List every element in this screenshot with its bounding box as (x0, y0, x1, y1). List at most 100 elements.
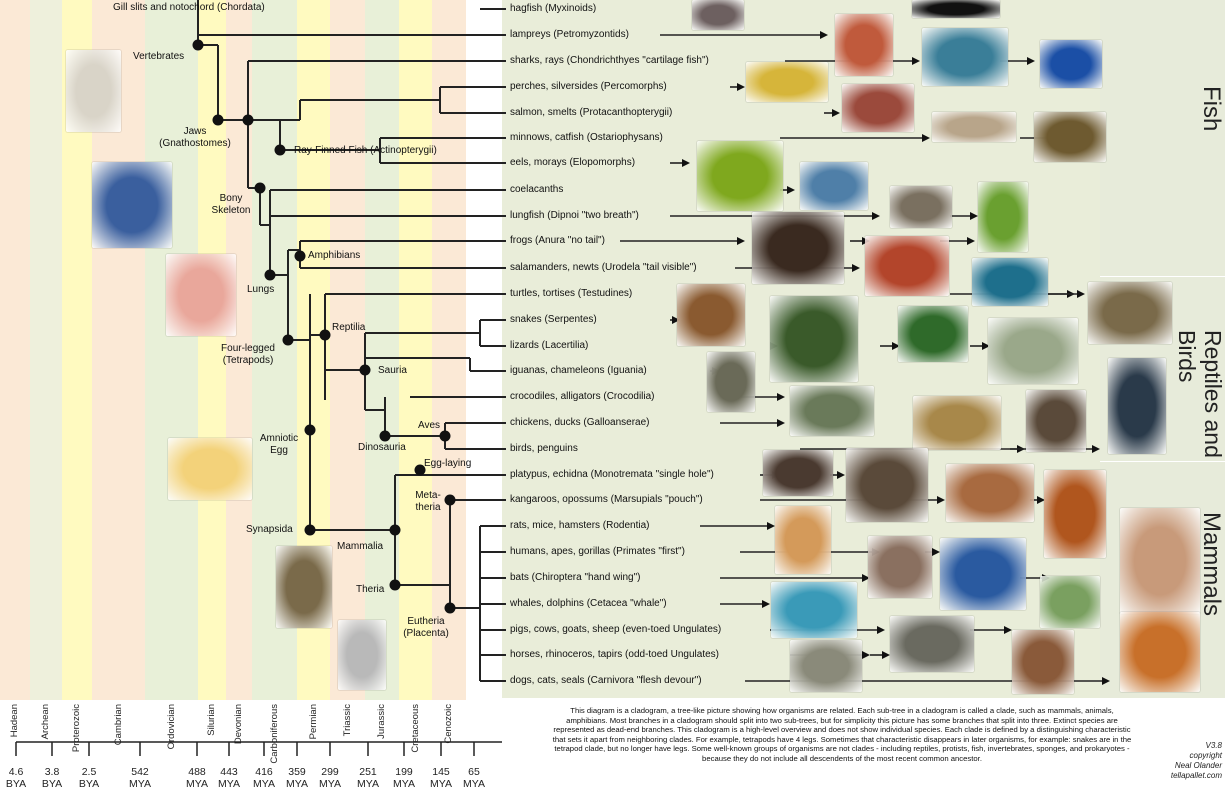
arrow-head (1077, 290, 1085, 298)
era-label: Ordovician (166, 704, 177, 749)
clade-aves: Aves (418, 420, 440, 432)
salamander-picture (752, 212, 844, 284)
taxon-label: dogs, cats, seals (Carnivora "flesh devo… (510, 675, 702, 687)
tick-unit: MYA (384, 778, 424, 790)
clade-tetrapods: Four-legged (Tetrapods) (212, 343, 284, 367)
minnow-picture (932, 112, 1016, 142)
eagle-picture (1026, 390, 1086, 452)
fetus-picture (338, 620, 386, 690)
taxon-label: minnows, catfish (Ostariophysans) (510, 132, 663, 144)
duck-picture (790, 386, 874, 436)
taxon-label: lampreys (Petromyzontids) (510, 29, 629, 41)
taxon-label: crocodiles, alligators (Crocodilia) (510, 391, 655, 403)
clade-lungs: Lungs (247, 284, 274, 296)
node-dot (440, 431, 451, 442)
snake-picture (677, 284, 745, 346)
hagfish-picture (692, 0, 744, 30)
frog-picture (978, 182, 1028, 252)
orangutan-picture (1044, 470, 1106, 558)
arrow-head (767, 522, 775, 530)
arrow-head (762, 600, 770, 608)
kangaroo-picture (946, 464, 1034, 522)
echidna-picture (846, 448, 928, 522)
era-label: Permian (308, 704, 319, 739)
credit: V3.8 copyright Neal Olander tellapallet.… (1150, 741, 1222, 781)
tick-unit: BYA (69, 778, 109, 790)
arrow-head (862, 651, 870, 659)
arrow-head (832, 109, 840, 117)
taxon-label: lizards (Lacertilia) (510, 340, 588, 352)
lungs-picture (166, 254, 236, 336)
node-dot (380, 431, 391, 442)
taxon-label: hagfish (Myxinoids) (510, 3, 596, 15)
orca-picture (940, 538, 1026, 610)
cow-picture (1040, 576, 1100, 628)
node-dot (305, 425, 316, 436)
time-tick-label: 443MYA (209, 766, 249, 790)
arrow-head (932, 548, 940, 556)
node-dot (360, 365, 371, 376)
era-label: Hadean (9, 704, 20, 737)
taxon-label: salmon, smelts (Protacanthopterygii) (510, 107, 672, 119)
skull-xray-picture (92, 162, 172, 248)
platypus-picture (763, 450, 833, 496)
taxon-label: eels, morays (Elopomorphs) (510, 157, 635, 169)
clade-theria: Theria (356, 584, 384, 596)
node-dot (445, 603, 456, 614)
clade-dinosauria: Dinosauria (358, 442, 406, 454)
era-label: Carboniferous (269, 704, 280, 764)
tick-value: 542 (120, 766, 160, 778)
taxon-label: snakes (Serpentes) (510, 314, 597, 326)
tick-value: 2.5 (69, 766, 109, 778)
node-dot (283, 335, 294, 346)
clade-chordata: Gill slits and notochord (Chordata) (113, 2, 187, 14)
taxon-label: bats (Chiroptera "hand wing") (510, 572, 641, 584)
sea-turtle-picture (972, 258, 1048, 306)
arrow-head (787, 186, 795, 194)
taxon-label: sharks, rays (Chondrichthyes "cartilage … (510, 55, 709, 67)
arrow-head (820, 31, 828, 39)
dolphin-picture (771, 582, 857, 638)
shark-picture (922, 28, 1008, 86)
walrus-picture (1012, 630, 1074, 694)
arrow-head (1102, 677, 1110, 685)
arrow-head (967, 237, 975, 245)
node-dot (255, 183, 266, 194)
tick-unit: BYA (32, 778, 72, 790)
hamster-picture (775, 506, 831, 574)
clade-vertebrates: Vertebrates (133, 51, 184, 63)
lungfish-picture (890, 186, 952, 228)
node-dot (390, 580, 401, 591)
arrow-head (737, 237, 745, 245)
egg-picture (168, 438, 252, 500)
taxon-label: frogs (Anura "no tail") (510, 235, 605, 247)
perch-picture (746, 62, 828, 102)
taxon-label: kangaroos, opossums (Marsupials "pouch") (510, 494, 703, 506)
arrow-head (777, 419, 785, 427)
tick-unit: MYA (348, 778, 388, 790)
caption: This diagram is a cladogram, a tree-like… (552, 706, 1132, 764)
time-tick-label: 251MYA (348, 766, 388, 790)
tick-value: 299 (310, 766, 350, 778)
era-label: Proterozoic (71, 704, 82, 752)
credit-author: Neal Olander (1150, 761, 1222, 771)
clade-mammalia: Mammalia (337, 541, 383, 553)
node-dot (213, 115, 224, 126)
arrow-head (1027, 57, 1035, 65)
tick-unit: MYA (454, 778, 494, 790)
moray-picture (697, 141, 783, 211)
arrow-head (1092, 445, 1100, 453)
clade-eutheria: Eutheria (Placenta) (400, 616, 452, 640)
chameleon-picture (770, 296, 858, 382)
clade-reptilia: Reptilia (332, 322, 365, 334)
arrow-head (837, 471, 845, 479)
dark-picture (912, 0, 1000, 18)
clade-synapsida: Synapsida (246, 524, 293, 536)
group-label-fish: Fish (1198, 86, 1224, 131)
arrow-head (970, 212, 978, 220)
group-label-reptiles: Reptiles and Birds (1172, 330, 1225, 460)
catfish-picture (1034, 112, 1106, 162)
